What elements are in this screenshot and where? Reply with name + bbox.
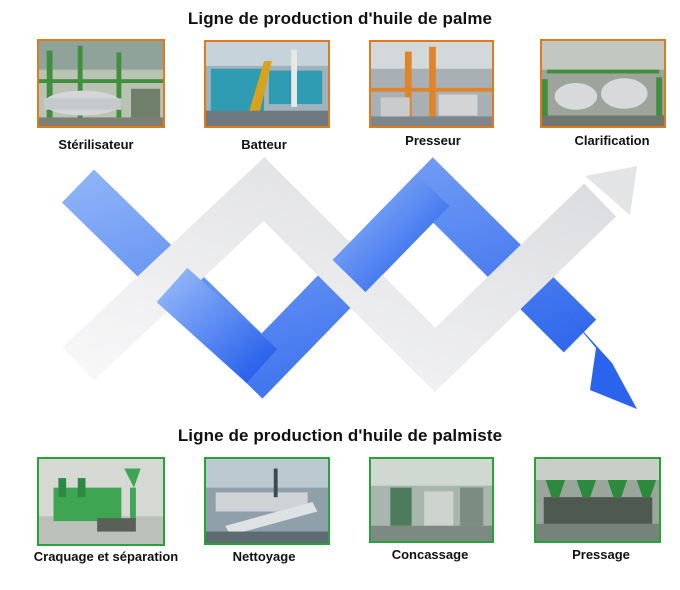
pressing-label: Pressage [572,547,630,562]
palm-kernel-oil-line-title: Ligne de production d'huile de palmiste [177,426,503,445]
thresher-label: Batteur [241,137,287,152]
crushing-photo [369,457,494,543]
pressing-photo [534,457,661,543]
clarification-photo [540,39,666,128]
cleaning-label: Nettoyage [232,549,296,564]
blue-arrowhead [565,311,637,409]
press-photo [369,40,494,128]
sterilizer-photo [37,39,165,128]
clarification-label: Clarification [574,133,650,148]
sterilizer-label: Stérilisateur [58,137,134,152]
white-arrowhead [585,166,637,215]
crushing-label: Concassage [391,547,469,562]
cleaning-photo [204,457,330,545]
palm-oil-line-title: Ligne de production d'huile de palme [187,9,493,28]
press-label: Presseur [405,133,461,148]
cracking-separation-label: Craquage et séparation [33,549,179,564]
thresher-photo [204,40,330,128]
cracking-separation-photo [37,457,165,546]
